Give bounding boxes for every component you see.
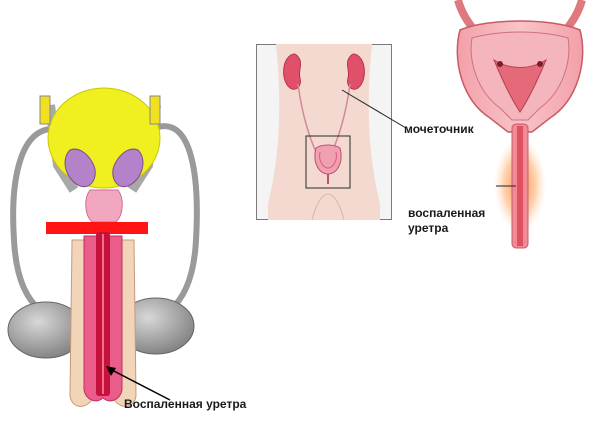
ureter-label: мочеточник — [404, 122, 474, 136]
left-ureter-stub — [39, 95, 51, 125]
female-urinary-body-diagram — [268, 44, 380, 220]
right-seminal-vesicle — [112, 148, 144, 188]
right-spermatic-cord — [148, 123, 200, 313]
right-ureter-stub — [149, 95, 161, 125]
small-bladder-inner — [319, 151, 337, 169]
left-kidney — [283, 53, 302, 90]
bladder — [47, 87, 161, 189]
inflamed-urethra-label-line2: уретра — [408, 221, 449, 235]
inflamed-urethra-label-line1: воспаленная — [408, 206, 486, 220]
bladder-cross-section-diagram — [454, 0, 586, 249]
leg-split — [311, 193, 345, 220]
bladder-focus-box — [305, 135, 351, 189]
inflamed-urethra-male-label: Воспаленная уретра — [124, 397, 247, 411]
male-urogenital-diagram — [7, 87, 200, 407]
left-ureter-line — [297, 83, 317, 153]
right-ureter-orifice — [537, 61, 543, 67]
urethra-lumen — [517, 126, 523, 246]
pointer-arrowhead-male — [106, 366, 116, 376]
left-seminal-vesicle — [64, 148, 96, 188]
small-bladder — [314, 144, 342, 175]
bladder-trigone — [492, 58, 548, 113]
diaphragm-band — [46, 222, 148, 234]
pointer-line-male — [107, 367, 171, 401]
left-spermatic-cord — [10, 125, 63, 313]
left-ureter-orifice — [497, 61, 503, 67]
ureter-leader-line — [341, 89, 407, 129]
right-kidney — [346, 53, 365, 90]
prostate — [85, 189, 123, 223]
